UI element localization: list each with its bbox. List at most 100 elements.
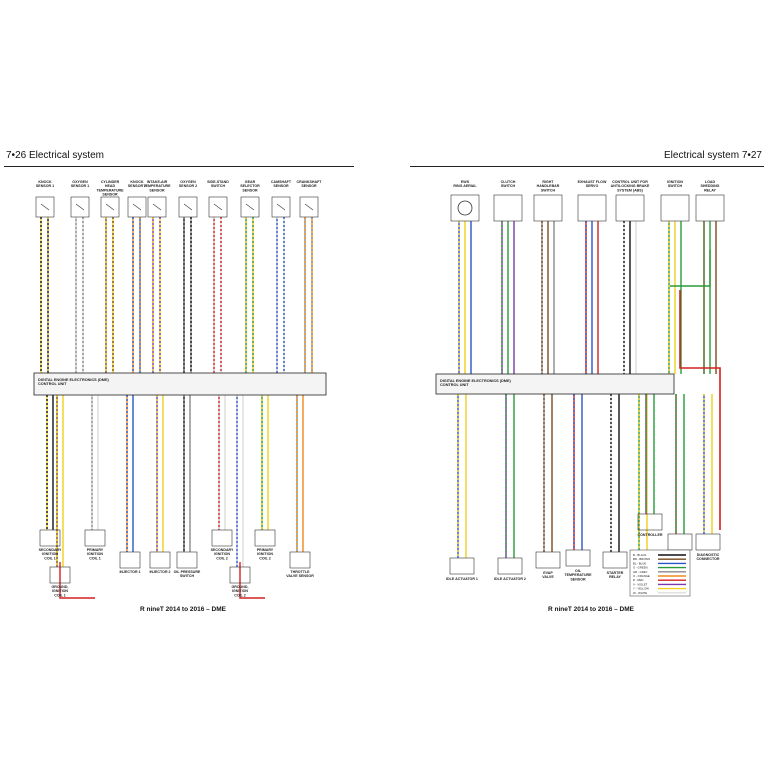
oil-pressure-switch (176, 551, 198, 569)
idle-actuator-2-label: IDLE ACTUATOR 2 (494, 577, 526, 581)
clutch-switch (493, 194, 523, 222)
legend-code-violet: V - VIOLET (633, 582, 648, 586)
left-page-header: 7•26 Electrical system (6, 150, 104, 168)
ignition-switch (660, 194, 690, 222)
components-layer (35, 194, 725, 584)
legend-code-blue: BL - BLUE (633, 561, 646, 565)
idle-actuator-2 (497, 557, 523, 575)
knock-sensor-2 (127, 196, 147, 218)
right-page-title: Electrical system (664, 150, 740, 161)
knock-sensor-1 (35, 196, 55, 218)
left-page-title: Electrical system (28, 150, 104, 161)
injector-2-label: INJECTOR 2 (149, 570, 170, 574)
diagnostic-connector (695, 533, 721, 551)
oxygen-sensor-1 (70, 196, 90, 218)
right-page-header: Electrical system 7•27 (664, 150, 762, 168)
right-diagram-caption: R nineT 2014 to 2016 – DME (548, 606, 634, 613)
primary-ignition-coil-2 (254, 529, 276, 547)
idle-actuator-1 (449, 557, 475, 575)
primary-ignition-coil-1 (84, 529, 106, 547)
starter-relay (602, 551, 628, 569)
ground-ignition-coil-1 (49, 566, 71, 584)
legend-code-black: B - BLACK (633, 553, 647, 557)
idle-actuator-1-label: IDLE ACTUATOR 1 (446, 577, 478, 581)
legend-code-brown: BR - BROWN (633, 557, 650, 561)
side-stand-switch (208, 196, 228, 218)
knock-sensor-1-symbol (40, 203, 50, 211)
injector-1 (119, 551, 141, 569)
ignition-relay-green-wire (670, 250, 711, 287)
evap-valve (535, 551, 561, 569)
gear-selector-sensor-symbol (245, 203, 255, 211)
side-stand-switch-symbol (213, 203, 223, 211)
gear-selector-sensor (240, 196, 260, 218)
legend-code-grey: GR - GREY (633, 570, 648, 574)
ground-coil-1-red-wire (59, 562, 95, 599)
legend-code-red: R - RED (633, 578, 643, 582)
crankshaft-sensor-symbol (304, 203, 314, 211)
right-control-unit-label: DIGITAL ENGINE ELECTRONICS (DME)CONTROL … (440, 379, 511, 387)
battery (667, 533, 693, 551)
oil-temperature-sensor (565, 549, 591, 567)
injector-2 (149, 551, 171, 569)
injector-1-label: INJECTOR 1 (119, 570, 140, 574)
left-diagram-caption: R nineT 2014 to 2016 – DME (140, 606, 226, 613)
left-control-unit (33, 372, 327, 396)
left-header-rule (4, 166, 354, 167)
ground-ignition-coil-2 (229, 566, 251, 584)
controller (637, 513, 663, 531)
throttle-valve-sensor (289, 551, 311, 569)
intake-air-temp-symbol (152, 203, 162, 211)
legend-code-orange: O - ORANGE (633, 574, 650, 578)
oxygen-sensor-2-symbol (183, 203, 193, 211)
ews-ring-aerial-ring (457, 200, 473, 216)
cylinder-head-temp-symbol (105, 203, 115, 211)
oxygen-sensor-2 (178, 196, 198, 218)
wires-layer (40, 217, 721, 599)
cylinder-head-temp (100, 196, 120, 218)
right-page-number: 7•27 (741, 150, 762, 161)
camshaft-sensor-symbol (276, 203, 286, 211)
right-header-rule (410, 166, 764, 167)
right-control-unit (435, 373, 675, 395)
ground-coil-2-red-wire (239, 562, 265, 599)
camshaft-sensor (271, 196, 291, 218)
ews-ring-aerial (450, 194, 480, 222)
legend-code-white: W - WHITE (633, 591, 647, 595)
exhaust-flow-servo (577, 194, 607, 222)
abs-control-unit (615, 194, 645, 222)
legend-code-yellow: Y - YELLOW (633, 587, 649, 591)
secondary-ignition-coil-2 (211, 529, 233, 547)
left-control-unit-label: DIGITAL ENGINE ELECTRONICS (DME)CONTROL … (38, 378, 109, 386)
controller-label: CONTROLLER (638, 533, 663, 537)
knock-sensor-2-symbol (132, 203, 142, 211)
intake-air-temp (147, 196, 167, 218)
